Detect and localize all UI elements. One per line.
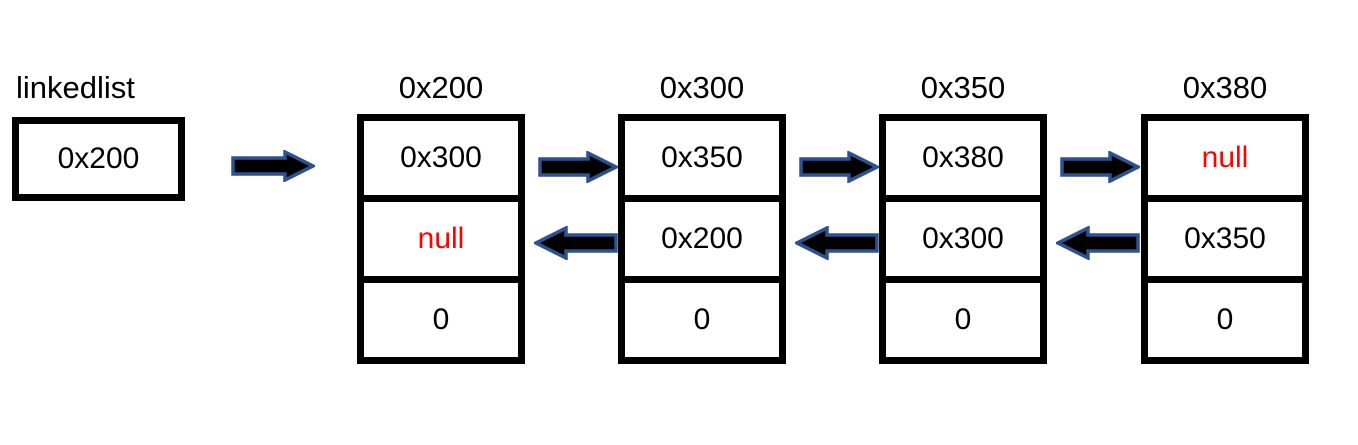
node-1-data-value: 0 <box>432 303 450 336</box>
arrow-next-node-2-to-node-3 <box>799 151 879 183</box>
node-3-data-value: 0 <box>954 303 972 336</box>
node-2-prev-cell: 0x200 <box>625 195 779 276</box>
node-3: 0x380 0x300 0 <box>879 114 1047 364</box>
node-4-address-label: 0x380 <box>1182 70 1268 105</box>
node-3-prev-cell: 0x300 <box>886 195 1040 276</box>
node-4-data-cell: 0 <box>1148 276 1302 357</box>
node-1-next-value: 0x300 <box>400 141 482 174</box>
node-3-next-cell: 0x380 <box>886 121 1040 195</box>
node-2-address-label: 0x300 <box>659 70 745 105</box>
node-3-prev-value: 0x300 <box>922 222 1004 255</box>
node-4: null 0x350 0 <box>1141 114 1309 364</box>
node-4-data-value: 0 <box>1216 303 1234 336</box>
node-1-prev-value: null <box>417 222 465 255</box>
node-3-address-label: 0x350 <box>920 70 1006 105</box>
node-1-address-label: 0x200 <box>398 70 484 105</box>
node-2-data-cell: 0 <box>625 276 779 357</box>
node-2-next-value: 0x350 <box>661 141 743 174</box>
arrow-next-node-3-to-node-4 <box>1060 151 1140 183</box>
arrow-next-node-1-to-node-2 <box>538 151 618 183</box>
node-3-next-value: 0x380 <box>922 141 1004 174</box>
node-1-prev-cell: null <box>364 195 518 276</box>
node-2: 0x350 0x200 0 <box>618 114 786 364</box>
arrow-head-to-node-1 <box>231 150 315 182</box>
arrow-prev-node-4-to-node-3 <box>1056 226 1140 260</box>
node-4-prev-cell: 0x350 <box>1148 195 1302 276</box>
node-2-next-cell: 0x350 <box>625 121 779 195</box>
arrow-prev-node-3-to-node-2 <box>795 226 879 260</box>
node-1-data-cell: 0 <box>364 276 518 357</box>
head-pointer-box: 0x200 <box>12 117 185 201</box>
node-2-data-value: 0 <box>693 303 711 336</box>
head-pointer-label: linkedlist <box>16 70 135 105</box>
node-4-next-value: null <box>1201 141 1249 174</box>
head-pointer-value: 0x200 <box>57 142 140 175</box>
node-4-next-cell: null <box>1148 121 1302 195</box>
node-3-data-cell: 0 <box>886 276 1040 357</box>
node-2-prev-value: 0x200 <box>661 222 743 255</box>
node-1-next-cell: 0x300 <box>364 121 518 195</box>
arrow-prev-node-2-to-node-1 <box>534 226 618 260</box>
node-4-prev-value: 0x350 <box>1184 222 1266 255</box>
node-1: 0x300 null 0 <box>357 114 525 364</box>
